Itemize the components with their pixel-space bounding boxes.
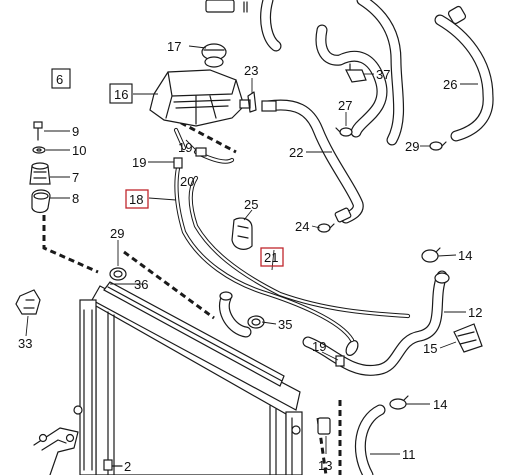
clip-35 <box>247 315 265 329</box>
callout-6: 6 <box>56 72 63 87</box>
callout-25: 25 <box>244 197 258 212</box>
screw-9 <box>33 121 43 141</box>
callout-10: 10 <box>72 143 86 158</box>
label-box-6 <box>51 68 71 89</box>
bolt-2 <box>103 459 123 471</box>
callout-9: 9 <box>72 124 79 139</box>
callout-12: 12 <box>468 305 482 320</box>
label-box-16 <box>109 83 133 104</box>
connector-13 <box>317 417 331 435</box>
clamp-14-lower <box>389 395 409 410</box>
clip-19-c <box>335 355 345 367</box>
hose-fittings <box>205 0 467 356</box>
clamp-27 <box>335 127 353 137</box>
callout-29-left: 29 <box>110 226 124 241</box>
clamp-24 <box>317 223 335 233</box>
callout-14-lower: 14 <box>433 397 447 412</box>
callout-27: 27 <box>338 98 352 113</box>
clip-19-a <box>173 157 183 169</box>
pipes <box>173 127 411 343</box>
clamp-29-right <box>429 141 447 151</box>
bushing-8 <box>31 189 51 214</box>
callout-20: 20 <box>180 174 194 189</box>
callout-26: 26 <box>443 77 457 92</box>
callout-21: 21 <box>264 250 278 265</box>
callout-7: 7 <box>72 170 79 185</box>
callout-22: 22 <box>289 145 303 160</box>
callout-11: 11 <box>402 447 416 462</box>
callout-19-b: 19 <box>132 155 146 170</box>
callout-19-a: 19 <box>178 140 192 155</box>
clip-25 <box>231 217 253 250</box>
leader-lines <box>25 45 478 455</box>
callout-33: 33 <box>18 336 32 351</box>
bracket-15 <box>453 323 483 353</box>
clamp-14-upper <box>421 247 441 263</box>
label-box-21-highlight <box>260 247 284 267</box>
label-box-18-highlight <box>125 189 149 209</box>
callout-15: 15 <box>423 341 437 356</box>
callout-13: 13 <box>318 458 332 473</box>
radiator-bracket <box>33 427 79 475</box>
radiator <box>73 285 303 475</box>
callout-19-c: 19 <box>312 339 326 354</box>
clip-23 <box>247 91 257 113</box>
callout-2: 2 <box>124 459 131 474</box>
callout-23: 23 <box>244 63 258 78</box>
rubber-mount-7 <box>29 162 51 185</box>
expansion-tank <box>149 69 277 127</box>
callout-35: 35 <box>278 317 292 332</box>
tank-cap <box>201 43 227 68</box>
washer-10 <box>32 146 46 154</box>
callout-36: 36 <box>134 277 148 292</box>
callout-18: 18 <box>129 192 143 207</box>
callout-14-upper: 14 <box>458 248 472 263</box>
callout-29-right: 29 <box>405 139 419 154</box>
callout-17: 17 <box>167 39 181 54</box>
clamp-29-left <box>109 267 127 281</box>
radiator-top-bar <box>103 281 285 387</box>
bracket-37 <box>345 63 367 83</box>
callout-37: 37 <box>376 67 390 82</box>
callout-labels: 17 16 6 23 9 10 7 8 19 19 20 18 25 21 22… <box>18 39 482 474</box>
callout-24: 24 <box>295 219 309 234</box>
bracket-33 <box>15 289 41 315</box>
callout-8: 8 <box>72 191 79 206</box>
callout-16: 16 <box>114 87 128 102</box>
clip-19-b <box>195 147 207 157</box>
